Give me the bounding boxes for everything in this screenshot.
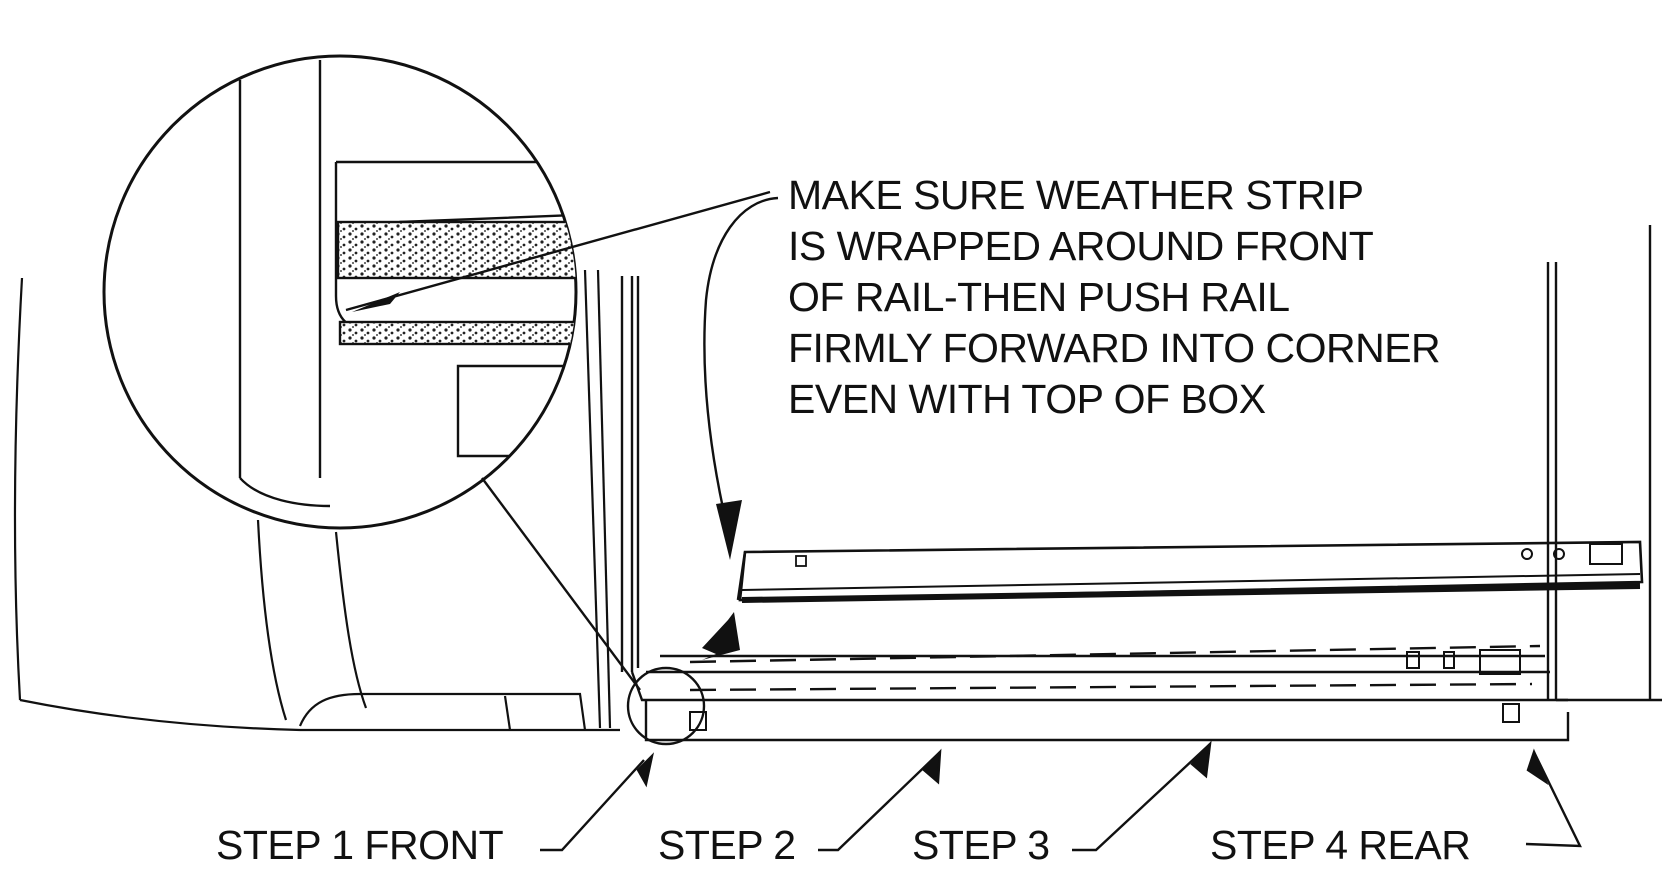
magnified-corner-detail xyxy=(102,54,578,530)
instruction-arrow xyxy=(702,196,779,660)
step-1-label: STEP 1 FRONT xyxy=(216,822,504,868)
step-leaders xyxy=(540,740,1582,852)
corner-callout xyxy=(345,190,771,746)
step-4-label: STEP 4 REAR xyxy=(1210,822,1471,868)
instruction-line: FIRMLY FORWARD INTO CORNER xyxy=(788,325,1441,371)
instruction-line: MAKE SURE WEATHER STRIP xyxy=(788,172,1364,218)
step-2-label: STEP 2 xyxy=(658,822,796,868)
instruction-text: MAKE SURE WEATHER STRIP IS WRAPPED AROUN… xyxy=(788,170,1441,425)
box-walls xyxy=(620,225,1662,702)
instruction-line: IS WRAPPED AROUND FRONT xyxy=(788,223,1374,269)
instruction-line: OF RAIL-THEN PUSH RAIL xyxy=(788,274,1290,320)
truck-body xyxy=(13,269,620,732)
instruction-line: EVEN WITH TOP OF BOX xyxy=(788,376,1266,422)
rail-being-placed xyxy=(736,540,1644,603)
step-3-label: STEP 3 xyxy=(912,822,1050,868)
installed-rail xyxy=(644,644,1570,742)
